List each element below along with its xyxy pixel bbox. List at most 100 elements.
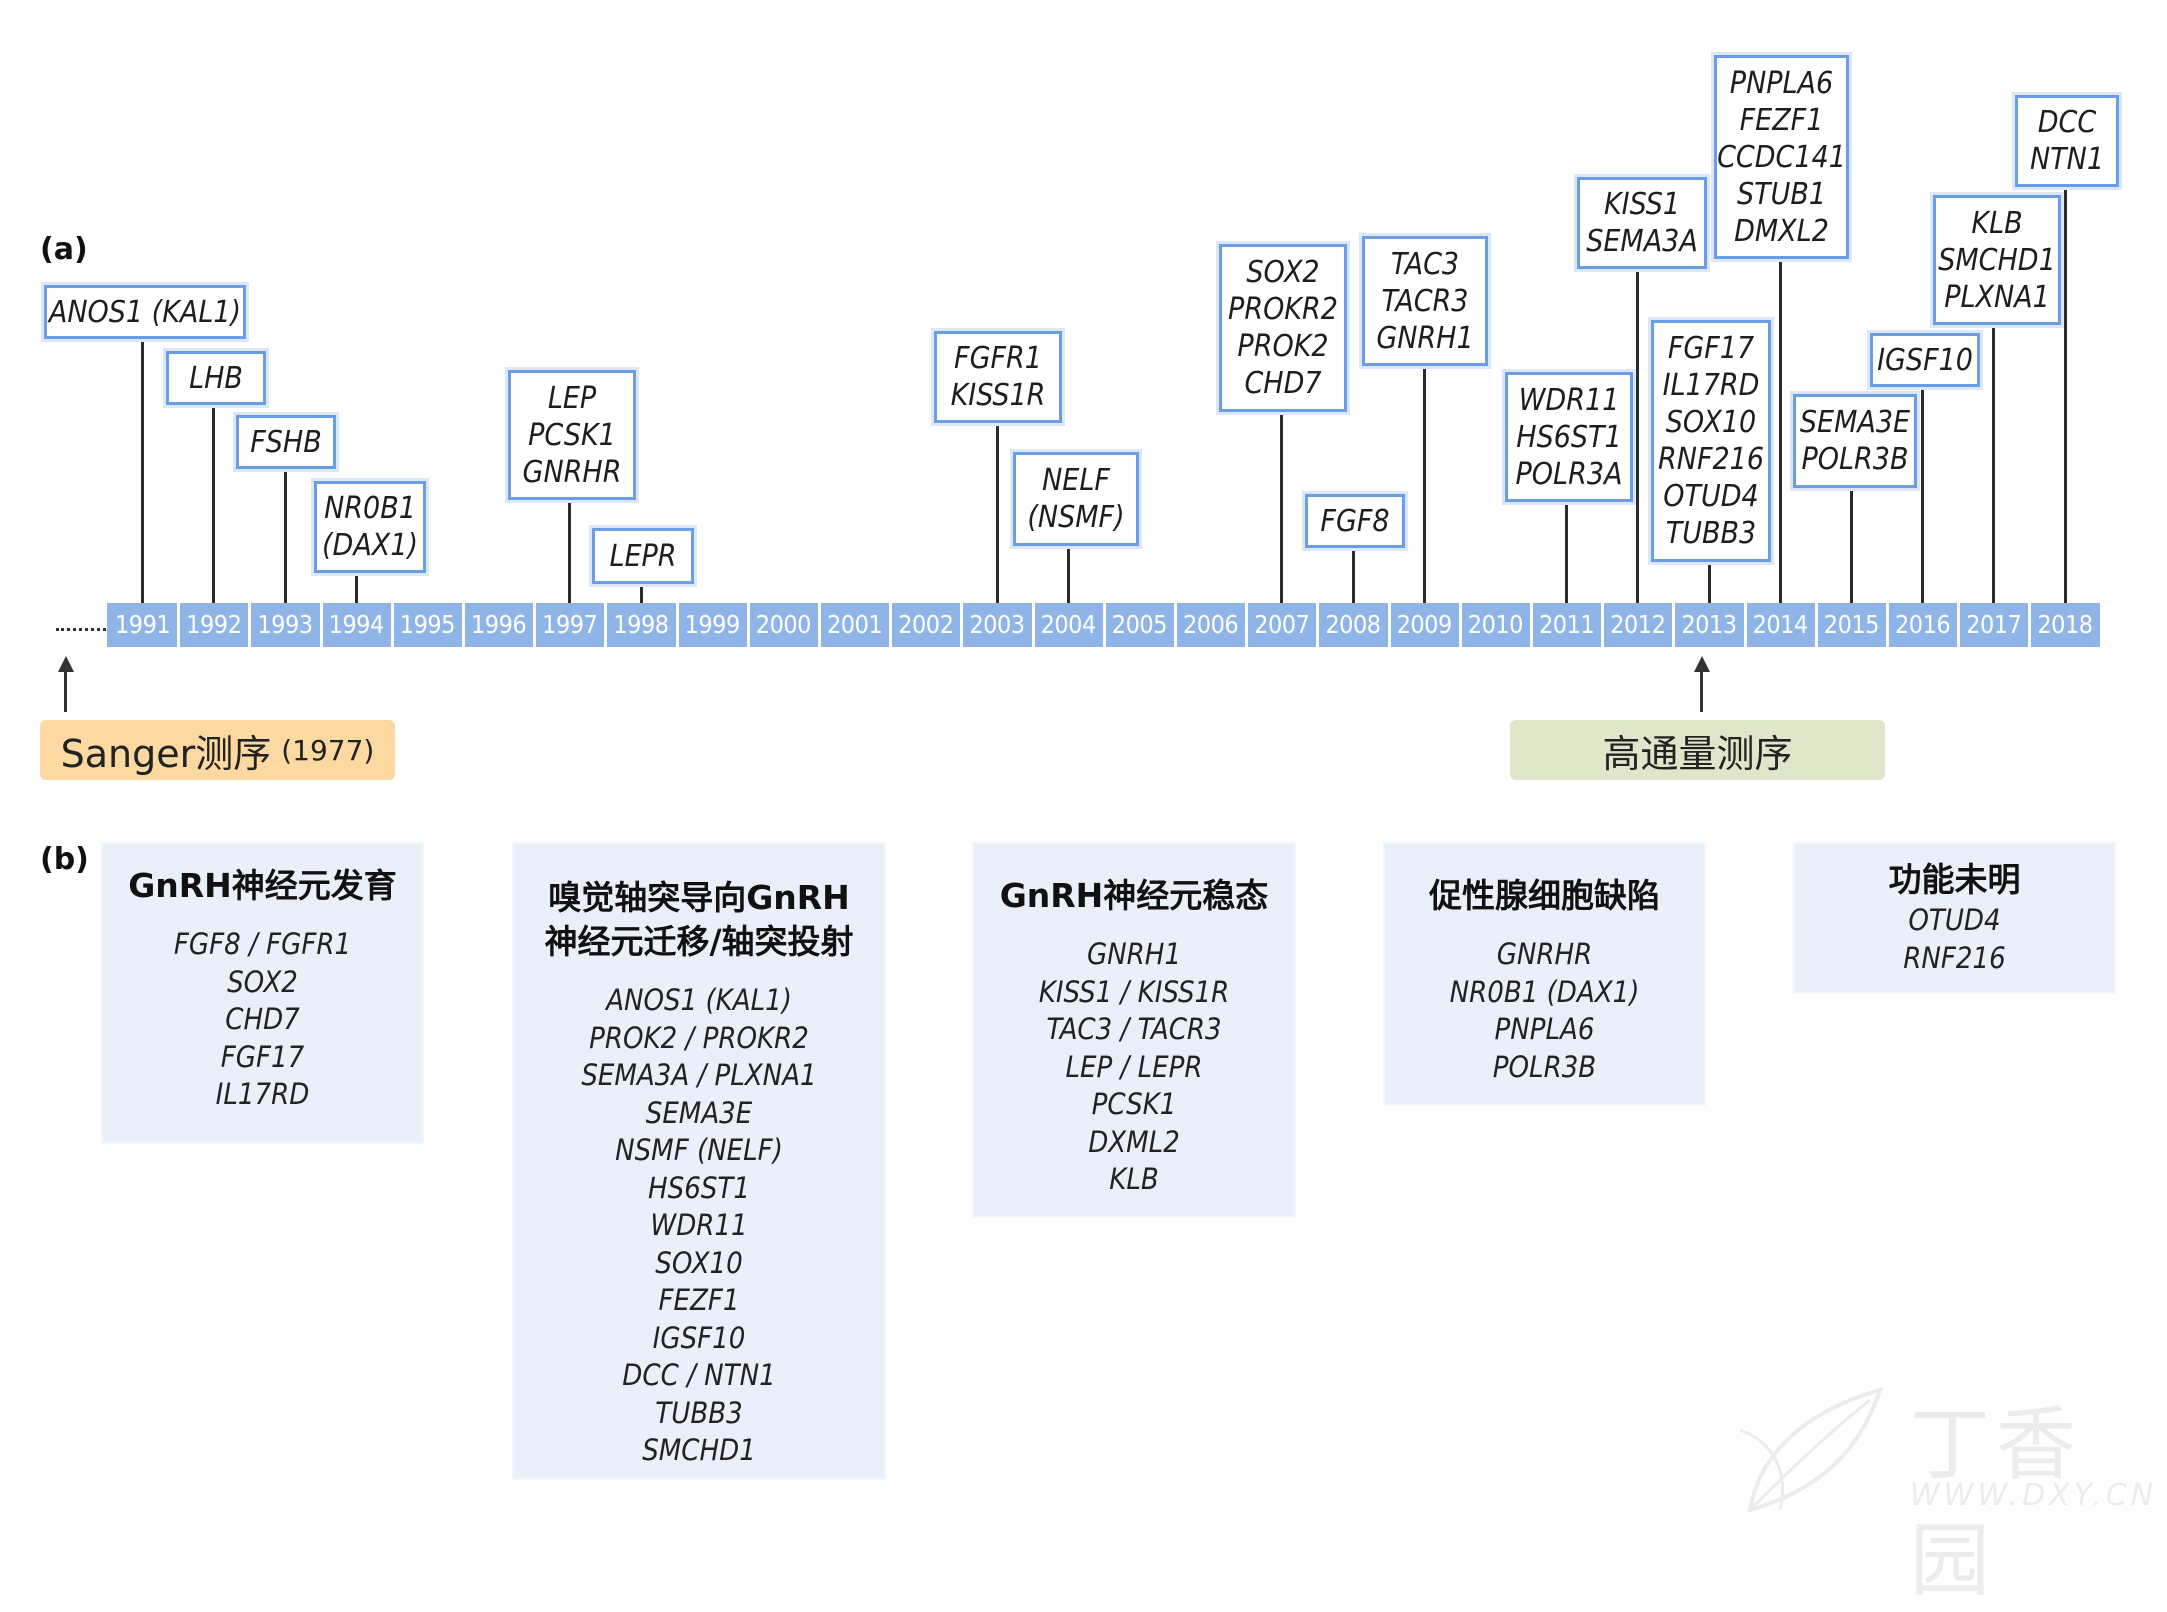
gene-label: POLR3B — [1801, 442, 1909, 477]
timeline-stem — [1351, 548, 1355, 603]
category-gene: TAC3 / TACR3 — [1046, 1012, 1222, 1046]
year-label: 1999 — [684, 610, 741, 639]
gene-box-2016: IGSF10 — [1870, 333, 1980, 387]
category-gene: DXML2 — [1088, 1124, 1180, 1159]
gene-label: ANOS1 (KAL1) — [48, 294, 242, 330]
gene-label: PLXNA1 — [1944, 279, 2050, 315]
year-label: 2017 — [1966, 610, 2022, 639]
year-separator — [960, 603, 964, 647]
leaf-logo-icon — [1739, 1387, 1884, 1513]
sanger-sequencing-badge: Sanger测序 (1977) — [40, 720, 395, 780]
category-gene: NSMF (NELF) — [615, 1133, 783, 1167]
year-label: 1998 — [613, 610, 669, 639]
category-gene: PROK2 / PROKR2 — [589, 1020, 809, 1055]
year-label: 2007 — [1254, 610, 1310, 639]
gene-label: SEMA3A — [1586, 224, 1698, 259]
gene-label: WDR11 — [1518, 382, 1620, 418]
category-title: 功能未明 — [1888, 860, 2021, 899]
high-throughput-sequencing-badge: 高通量测序 — [1510, 720, 1885, 780]
timeline-stem — [283, 469, 287, 603]
category-gene: IGSF10 — [652, 1320, 746, 1355]
category-gene: SEMA3E — [645, 1095, 753, 1130]
year-label: 2008 — [1325, 610, 1381, 639]
year-separator — [818, 603, 821, 647]
gene-label: FEZF1 — [1739, 102, 1824, 138]
gene-label: FSHB — [250, 424, 322, 460]
gene-label: SOX2 — [1246, 255, 1320, 290]
timeline-stem — [1422, 366, 1426, 603]
year-label: 2005 — [1111, 610, 1168, 639]
gene-label: NTN1 — [2029, 142, 2105, 177]
category-gene: SMCHD1 — [642, 1433, 756, 1467]
category-gene: GNRHR — [1496, 937, 1593, 971]
gene-label: SMCHD1 — [1938, 242, 2056, 278]
gene-label: KISS1 — [1603, 187, 1681, 222]
category-gene: LEP / LEPR — [1065, 1049, 1203, 1084]
year-separator — [675, 603, 679, 647]
year-label: 1995 — [399, 610, 456, 639]
year-label: 2011 — [1538, 610, 1595, 639]
year-label: 2014 — [1752, 610, 1809, 639]
category-gene: FGF8 / FGFR1 — [173, 927, 352, 961]
timeline-stem — [354, 573, 358, 603]
gene-box-2008: FGF8 — [1305, 494, 1405, 548]
gene-label: CCDC141 — [1717, 139, 1846, 175]
gene-label: NELF — [1042, 463, 1110, 498]
year-separator — [1886, 603, 1889, 647]
gene-label: FGFR1 — [954, 341, 1042, 376]
year-separator — [177, 603, 181, 647]
year-separator — [248, 603, 252, 647]
category-gene: FEZF1 — [658, 1283, 740, 1317]
gene-label: POLR3A — [1515, 456, 1623, 492]
category-gene: SOX2 — [227, 964, 298, 999]
year-separator — [462, 603, 465, 647]
timeline-stem — [1992, 325, 1996, 603]
category-gene: ANOS1 (KAL1) — [606, 983, 792, 1017]
gene-label: GNRHR — [522, 454, 622, 490]
gene-label: OTUD4 — [1663, 479, 1759, 514]
category-gene: GNRH1 — [1086, 937, 1182, 971]
year-separator — [1174, 603, 1177, 647]
year-separator — [604, 603, 608, 647]
gene-label: SEMA3E — [1799, 405, 1911, 440]
gene-label: RNF216 — [1658, 442, 1764, 477]
year-separator — [1102, 603, 1106, 647]
timeline-stem — [1778, 259, 1782, 603]
category-title: GnRH神经元稳态 — [999, 876, 1269, 915]
panel-a-label: (a) — [40, 232, 88, 267]
timeline-stem — [1636, 269, 1640, 603]
gene-label: TAC3 — [1390, 246, 1460, 282]
year-separator — [319, 603, 323, 647]
gene-label: DMXL2 — [1734, 213, 1829, 249]
year-separator — [1601, 603, 1605, 647]
year-separator — [390, 603, 394, 647]
gene-label: PROK2 — [1237, 329, 1329, 364]
category-gene: KISS1 / KISS1R — [1038, 974, 1230, 1009]
category-gene: OTUD4 — [1908, 903, 2001, 937]
year-separator — [1743, 603, 1747, 647]
year-label: 2009 — [1396, 610, 1453, 639]
year-separator — [1031, 603, 1035, 647]
year-label: 1997 — [542, 610, 598, 639]
gene-box-1994: NR0B1(DAX1) — [314, 481, 426, 573]
year-separator — [746, 603, 750, 647]
timeline-dotted-lead — [56, 628, 106, 631]
timeline-stem — [212, 405, 216, 603]
gene-label: STUB1 — [1736, 176, 1827, 212]
year-label: 2003 — [969, 610, 1025, 639]
sanger-label: Sanger测序 — [60, 731, 272, 776]
year-label: 2012 — [1610, 610, 1666, 639]
year-separator — [1458, 603, 1462, 647]
gene-label: LEP — [547, 380, 597, 416]
year-label: 2013 — [1681, 610, 1737, 639]
year-separator — [1814, 603, 1818, 647]
timeline-stem — [1280, 412, 1284, 603]
gene-label: PROKR2 — [1228, 292, 1338, 327]
